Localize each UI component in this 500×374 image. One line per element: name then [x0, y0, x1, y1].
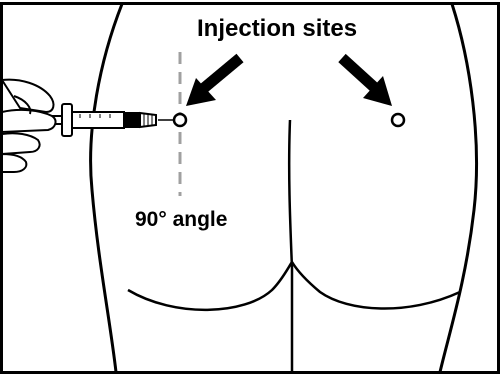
diagram-title: Injection sites: [197, 15, 357, 43]
left-hip-outline: [91, 4, 122, 372]
angle-label: 90° angle: [135, 208, 227, 232]
frame-border: [2, 4, 499, 373]
right-hip-outline: [440, 4, 477, 372]
left-gluteal-fold: [128, 262, 292, 310]
arrow-icon: [186, 58, 240, 106]
hand-icon: [2, 80, 55, 172]
arrow-icon: [342, 58, 392, 106]
injection-site-left-marker: [174, 114, 186, 126]
gluteal-cleft: [289, 120, 292, 372]
right-gluteal-fold: [292, 262, 460, 309]
injection-site-right-marker: [392, 114, 404, 126]
